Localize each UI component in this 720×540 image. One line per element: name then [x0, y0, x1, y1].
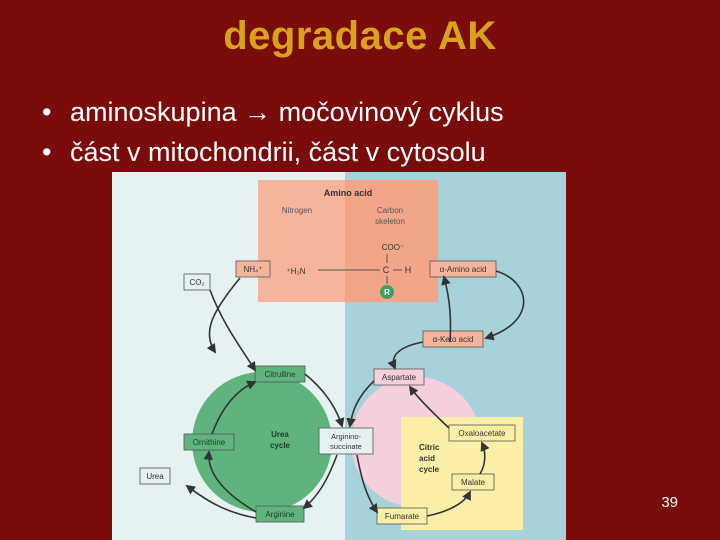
oxaloacetate-to-aspartate-arrow: [408, 385, 450, 429]
oxaloacetate-box: [448, 424, 516, 442]
argininosuccinate-to-arginine-arrow: [302, 454, 338, 510]
urea-cycle-label: Urea: [271, 430, 289, 439]
alpha-keto-acid-label: α-Keto acid: [433, 335, 474, 344]
transamination-arrow: [484, 270, 525, 341]
oxaloacetate-label: Oxaloacetate: [458, 429, 506, 438]
argininosuccinate-label: succinate: [330, 442, 362, 451]
urea-label: Urea: [146, 472, 164, 481]
alpha-amino-acid-box: [429, 260, 497, 278]
citrulline-label: Citrulline: [264, 370, 296, 379]
fumarate-to-malate-arrow: [426, 490, 471, 517]
malate-label: Malate: [461, 478, 486, 487]
alpha-keto-acid-box: [422, 330, 484, 348]
r-group-circle: [380, 285, 394, 299]
ornithine-to-citrulline-arrow: [211, 380, 257, 435]
arginine-label: Arginine: [265, 510, 295, 519]
bullet-list: • aminoskupina → močovinový cyklus • čás…: [42, 92, 504, 172]
carbon-skeleton-region: [345, 180, 438, 302]
r-group-label: R: [384, 288, 390, 297]
amino-group-label: ⁺H₃N: [286, 267, 305, 276]
co2-to-citrulline-arrow: [209, 289, 257, 372]
citric-acid-cycle-label: Citric: [419, 443, 440, 452]
malate-to-oxaloacetate-arrow: [479, 441, 490, 475]
ornithine-box: [183, 433, 235, 451]
fumarate-label: Fumarate: [385, 512, 420, 521]
urea-box: [139, 467, 171, 485]
argininosuccinate-to-fumarate-arrow: [356, 454, 379, 514]
co2-label: CO₂: [189, 278, 204, 287]
aspartate-label: Aspartate: [382, 373, 417, 382]
aspartate-box: [373, 368, 425, 386]
bullet-text: část v mitochondrii, část v cytosolu: [70, 137, 486, 167]
arginine-box: [255, 505, 305, 523]
bullet-item: • aminoskupina → močovinový cyklus: [42, 92, 504, 132]
urea-cycle-figure: Amino acid Nitrogen Carbon skeleton COO⁻…: [112, 172, 566, 540]
carboxylate-label: COO⁻: [382, 243, 404, 252]
urea-cycle-diagram: Amino acid Nitrogen Carbon skeleton COO⁻…: [112, 172, 566, 540]
alpha-amino-acid-label: α-Amino acid: [440, 265, 487, 274]
malate-box: [451, 473, 495, 491]
bullet-marker: •: [42, 97, 52, 127]
bullet-marker: •: [42, 137, 52, 167]
co2-box: [183, 273, 211, 291]
arginine-to-ornithine-arrow: [203, 450, 257, 513]
citrulline-to-argininosuccinate-arrow: [304, 373, 345, 428]
amino-regeneration-arrow: [441, 275, 452, 343]
ammonium-label: NH₄⁺: [243, 265, 262, 274]
ammonium-to-urea-cycle-arrow: [206, 277, 241, 354]
urea-cycle-circle: [192, 372, 332, 512]
aspartate-to-argininosuccinate-arrow: [346, 380, 375, 428]
ammonium-box: [235, 260, 271, 278]
nitrogen-label: Nitrogen: [282, 206, 312, 215]
argininosuccinate-label: Arginino-: [331, 432, 362, 441]
arginine-to-urea-arrow: [185, 484, 257, 519]
bullet-text: aminoskupina → močovinový cyklus: [70, 97, 504, 127]
amino-acid-label: Amino acid: [324, 188, 373, 198]
hydrogen-label: H: [405, 265, 412, 275]
slide-title: degradace AK: [223, 14, 497, 58]
carbon-label: Carbon: [377, 206, 403, 215]
skeleton-label: skeleton: [375, 217, 405, 226]
keto-to-aspartate-arrow: [387, 341, 424, 370]
argininosuccinate-box: [318, 427, 374, 455]
slide-number: 39: [661, 494, 678, 511]
citric-acid-cycle-label: cycle: [419, 465, 440, 474]
ornithine-label: Ornithine: [193, 438, 226, 447]
bullet-item: • část v mitochondrii, část v cytosolu: [42, 132, 504, 172]
citric-acid-cycle-label: acid: [419, 454, 435, 463]
urea-cycle-label: cycle: [270, 441, 291, 450]
carbon-atom-label: C: [383, 265, 390, 275]
